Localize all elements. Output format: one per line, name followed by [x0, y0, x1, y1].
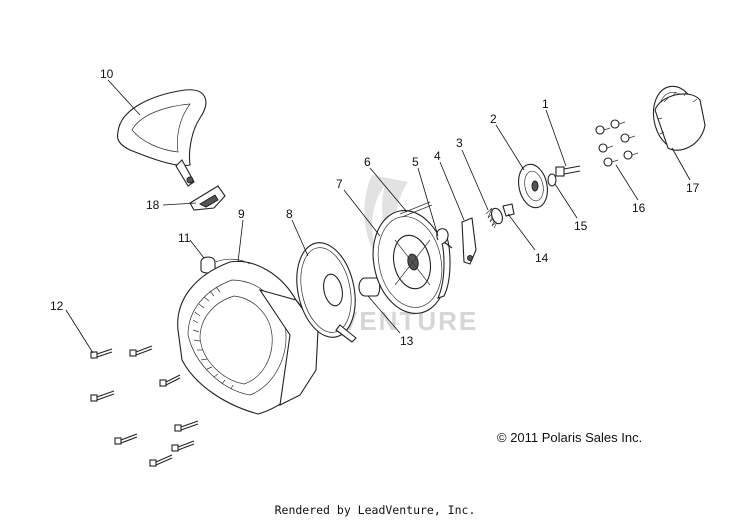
part-13-collar	[358, 277, 381, 297]
leader-9	[237, 219, 244, 263]
part-4-ratchet	[461, 217, 477, 265]
callout-3: 3	[456, 136, 463, 150]
leader-6	[369, 167, 408, 213]
part-16-small-bolts	[595, 119, 639, 167]
leader-2	[495, 124, 525, 171]
leader-11	[189, 239, 205, 259]
callout-10: 10	[100, 67, 114, 81]
part-7-pulley	[372, 210, 451, 314]
callout-6: 6	[364, 155, 371, 169]
leader-14	[507, 213, 536, 251]
part-14-washer	[502, 203, 515, 217]
leader-1	[545, 109, 567, 167]
leader-lines	[65, 79, 691, 354]
callout-14: 14	[535, 251, 549, 265]
part-12-bolts	[90, 345, 199, 467]
part-10-handle	[116, 89, 207, 187]
leader-7	[343, 189, 381, 237]
part-15-washer	[547, 173, 557, 187]
part-18-bracket	[189, 185, 226, 211]
callout-8: 8	[286, 207, 293, 221]
leader-10	[107, 79, 141, 116]
callout-labels: 1 2 3 4 5 6 7 8 9 10 11 12 13 14 15 16 1…	[50, 67, 700, 348]
part-9-starter-housing	[177, 258, 319, 415]
copyright-notice: © 2011 Polaris Sales Inc.	[497, 430, 643, 445]
callout-2: 2	[490, 112, 497, 126]
part-1-bolt	[555, 165, 581, 177]
callout-12: 12	[50, 299, 64, 313]
leader-18	[162, 202, 197, 206]
callout-1: 1	[542, 97, 549, 111]
callout-5: 5	[412, 155, 419, 169]
callout-13: 13	[400, 334, 414, 348]
callout-15: 15	[574, 219, 588, 233]
leader-12	[65, 309, 94, 354]
part-3-spring	[485, 207, 503, 229]
callout-17: 17	[686, 181, 700, 195]
part-17-drive-cup	[652, 85, 706, 151]
callout-9: 9	[238, 207, 245, 221]
render-credit-footer: Rendered by LeadVenture, Inc.	[274, 503, 476, 517]
part-2-friction-plate	[518, 163, 548, 209]
callout-16: 16	[632, 201, 646, 215]
callout-18: 18	[146, 198, 160, 212]
leader-8	[291, 219, 309, 257]
leader-5	[417, 167, 439, 237]
callout-4: 4	[434, 149, 441, 163]
leader-17	[671, 147, 691, 181]
leader-15	[554, 183, 578, 219]
part-5-clip	[436, 228, 453, 249]
callout-11: 11	[178, 231, 191, 245]
leader-3	[461, 149, 489, 211]
part-6-rope	[399, 201, 433, 218]
leader-13	[367, 295, 401, 334]
part-8-spring-plate	[296, 242, 357, 343]
callout-7: 7	[336, 177, 343, 191]
leader-16	[615, 164, 639, 201]
leader-4	[439, 161, 465, 221]
